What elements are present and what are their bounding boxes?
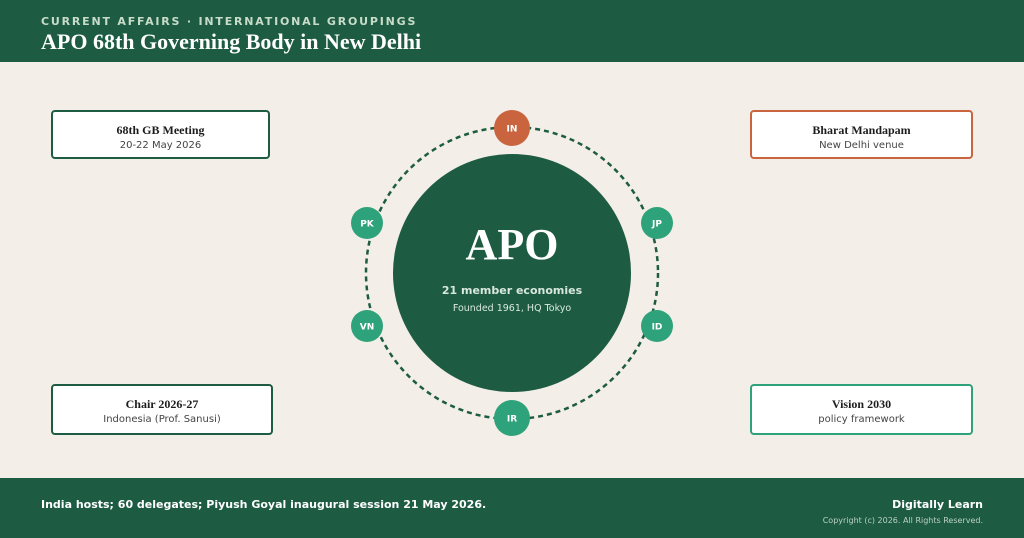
apo-center-members: 21 member economies (442, 284, 583, 297)
section-kicker: CURRENT AFFAIRS · INTERNATIONAL GROUPING… (41, 15, 418, 28)
node-jp-label: JP (651, 220, 662, 230)
page-title: APO 68th Governing Body in New Delhi (41, 29, 422, 54)
node-in-label: IN (507, 125, 518, 135)
header-bar: CURRENT AFFAIRS · INTERNATIONAL GROUPING… (0, 0, 1024, 62)
footer-summary: India hosts; 60 delegates; Piyush Goyal … (41, 498, 487, 511)
node-pk-label: PK (360, 220, 375, 230)
apo-center-name: APO (466, 220, 559, 269)
apo-center-founded: Founded 1961, HQ Tokyo (453, 303, 572, 314)
node-in: IN (494, 110, 530, 146)
footer-copyright: Copyright (c) 2026. All Rights Reserved. (822, 516, 983, 525)
card-gb-meeting-title: 68th GB Meeting (116, 123, 205, 137)
footer-brand: Digitally Learn (892, 498, 983, 511)
apo-center-circle (393, 154, 631, 392)
card-vision-2030-title: Vision 2030 (831, 397, 892, 411)
node-ir-label: IR (507, 415, 517, 425)
card-bharat-mandapam: Bharat Mandapam New Delhi venue (750, 110, 973, 159)
card-bharat-mandapam-title: Bharat Mandapam (812, 123, 911, 137)
node-vn: VN (351, 310, 383, 342)
node-id: ID (641, 310, 673, 342)
card-chair-subtitle: Indonesia (Prof. Sanusi) (103, 414, 221, 425)
card-chair-title: Chair 2026-27 (125, 397, 199, 411)
card-gb-meeting: 68th GB Meeting 20-22 May 2026 (51, 110, 270, 159)
card-chair: Chair 2026-27 Indonesia (Prof. Sanusi) (51, 384, 273, 435)
card-gb-meeting-subtitle: 20-22 May 2026 (119, 140, 202, 151)
footer-bar (0, 478, 1024, 538)
node-vn-label: VN (360, 323, 375, 333)
node-pk: PK (351, 207, 383, 239)
node-id-label: ID (652, 323, 663, 333)
node-jp: JP (641, 207, 673, 239)
apo-diagram: APO 21 member economies Founded 1961, HQ… (351, 110, 673, 436)
card-bharat-mandapam-subtitle: New Delhi venue (819, 140, 904, 151)
card-vision-2030: Vision 2030 policy framework (750, 384, 973, 435)
card-vision-2030-subtitle: policy framework (818, 414, 905, 425)
node-ir: IR (494, 400, 530, 436)
